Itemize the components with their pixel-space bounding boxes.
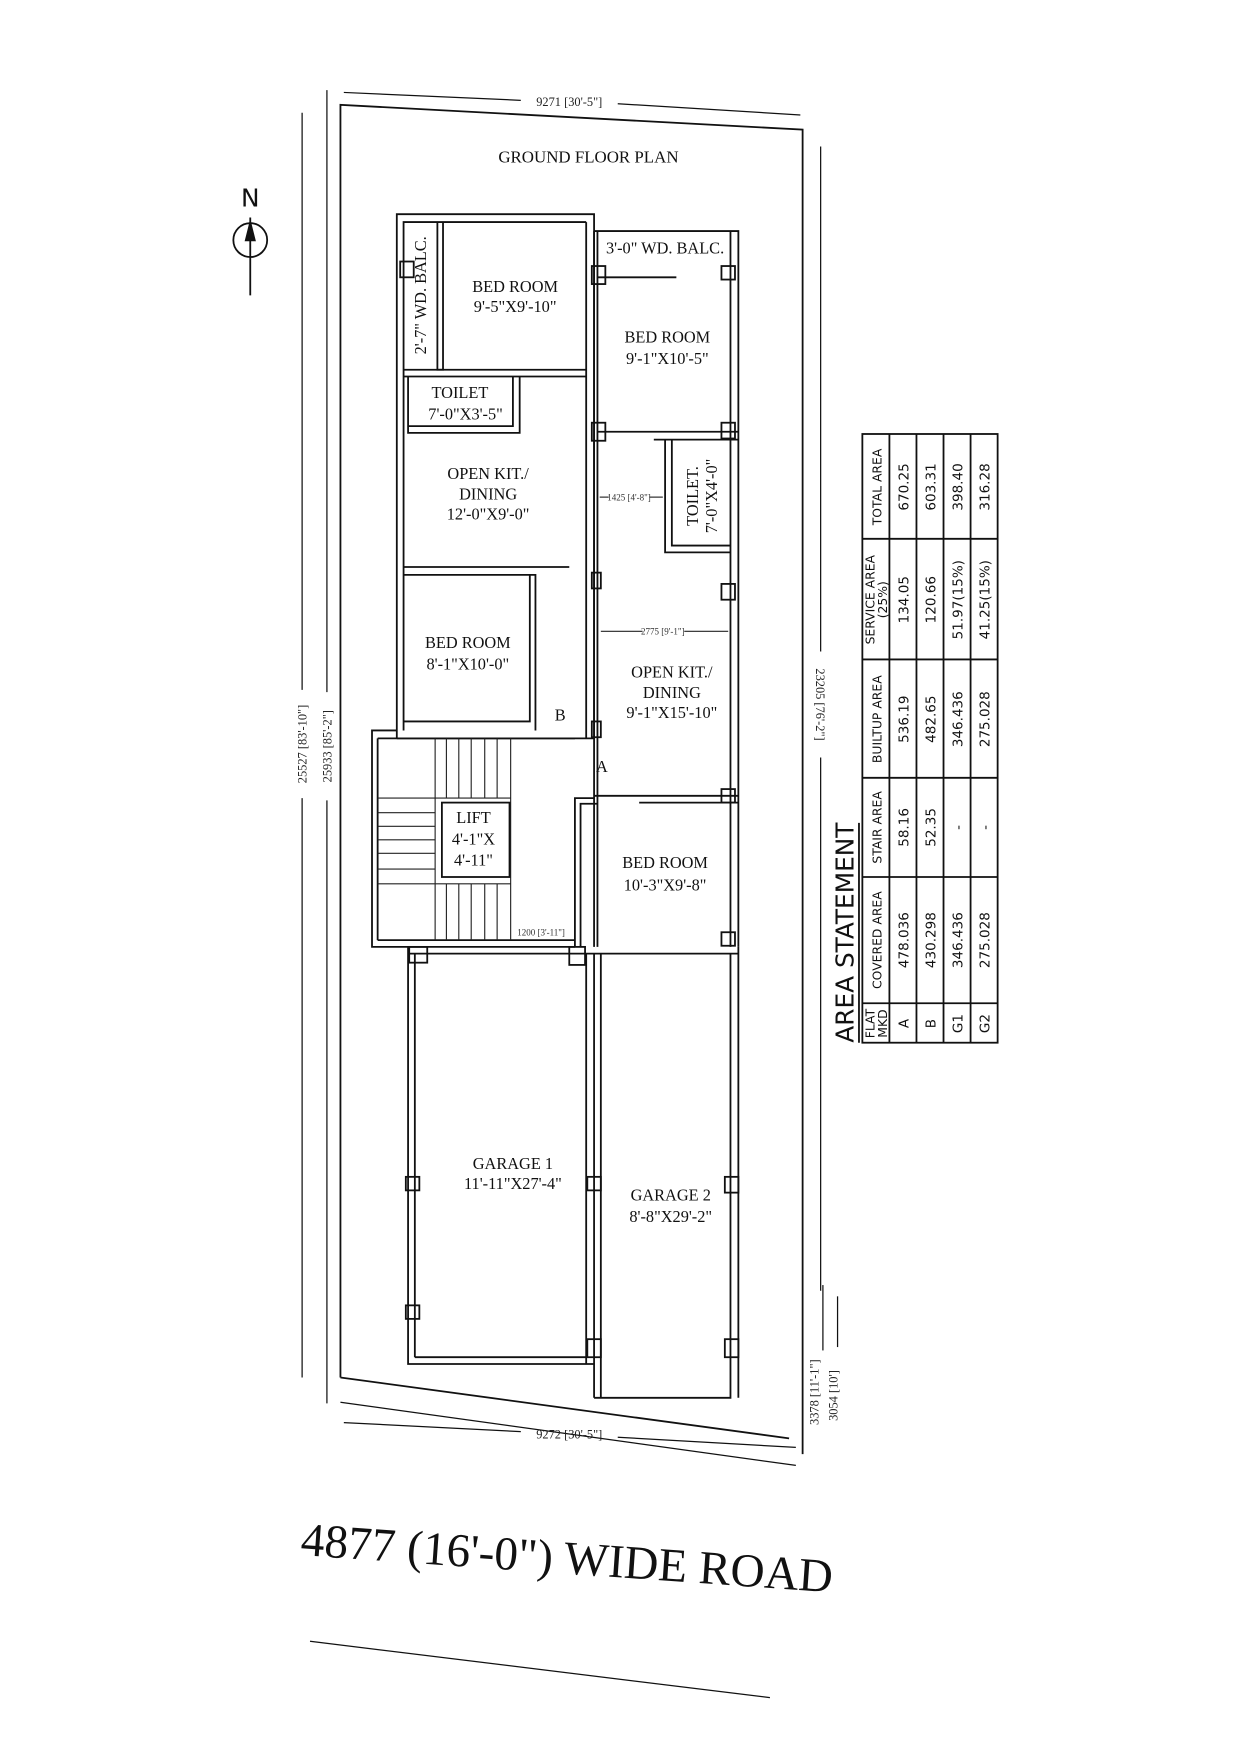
svg-text:478.036: 478.036 <box>897 912 913 968</box>
svg-text:275.028: 275.028 <box>978 691 994 747</box>
kitchen-2-name-1: OPEN KIT./ <box>631 662 713 681</box>
svg-text:346.436: 346.436 <box>951 912 967 968</box>
bedroom-2-size: 9'-1"X10'-5" <box>626 349 709 368</box>
kitchen-1-name-1: OPEN KIT./ <box>447 464 529 483</box>
svg-text:120.66: 120.66 <box>924 576 940 623</box>
bedroom-4-name: BED ROOM <box>622 853 708 872</box>
building-walls <box>371 213 740 948</box>
svg-text:SERVICE AREA: SERVICE AREA <box>863 554 878 644</box>
road-line <box>309 1640 770 1699</box>
svg-text:316.28: 316.28 <box>978 463 994 510</box>
svg-text:B: B <box>924 1019 940 1028</box>
table-row: B 430.298 52.35 482.65 120.66 603.31 <box>924 463 940 1028</box>
kitchen-2-name-2: DINING <box>643 683 701 702</box>
svg-text:-: - <box>978 825 994 830</box>
garage-2-name: GARAGE 2 <box>631 1186 711 1205</box>
svg-text:A: A <box>897 1018 913 1028</box>
area-statement-title: AREA STATEMENT <box>830 822 859 1043</box>
garage-1-size: 11'-11"X27'-4" <box>464 1174 562 1193</box>
svg-text:430.298: 430.298 <box>924 912 940 968</box>
kitchen-2-size: 9'-1"X15'-10" <box>626 703 717 722</box>
bedroom-1-size: 9'-5"X9'-10" <box>474 297 557 316</box>
svg-text:398.40: 398.40 <box>951 463 967 510</box>
dim-left-outer: 25933 [85'-2"] <box>320 710 334 782</box>
room-labels: 2'-7" WD. BALC. 3'-0" WD. BALC. BED ROOM… <box>411 236 729 1226</box>
plan-title: GROUND FLOOR PLAN <box>498 147 678 166</box>
dim-passage-1: 1425 [4'-8"] <box>607 492 651 502</box>
svg-text:MKD: MKD <box>875 1009 890 1037</box>
lift-shaft <box>440 801 511 878</box>
dim-right: 23205 [76'-2"] <box>813 668 827 740</box>
balcony-right-label: 3'-0" WD. BALC. <box>606 239 724 258</box>
svg-text:603.31: 603.31 <box>924 463 940 510</box>
svg-text:FLAT: FLAT <box>863 1008 878 1038</box>
svg-text:52.35: 52.35 <box>924 808 940 847</box>
garage-2-size: 8'-8"X29'-2" <box>629 1207 712 1226</box>
area-statement: AREA STATEMENT FLAT MKD COVERED AREA STA… <box>830 433 999 1044</box>
toilet-2-name: TOILET. <box>683 466 702 526</box>
svg-text:275.028: 275.028 <box>978 912 994 968</box>
svg-text:G2: G2 <box>978 1014 994 1033</box>
area-table: FLAT MKD COVERED AREA STAIR AREA BUILTUP… <box>861 433 999 1044</box>
flat-a-marker: A <box>596 757 608 776</box>
lift-size-1: 4'-1"X <box>452 829 495 848</box>
bedroom-3-size: 8'-1"X10'-0" <box>426 655 509 674</box>
dim-top: 9271 [30'-5"] <box>536 95 602 109</box>
svg-text:670.25: 670.25 <box>897 463 913 510</box>
svg-text:STAIR AREA: STAIR AREA <box>870 791 885 864</box>
dim-right-lower-1: 3378 [11'-1"] <box>807 1359 821 1425</box>
svg-text:346.436: 346.436 <box>951 691 967 747</box>
svg-text:-: - <box>951 825 967 830</box>
svg-text:COVERED AREA: COVERED AREA <box>870 891 885 989</box>
bedroom-2-name: BED ROOM <box>624 328 710 347</box>
balcony-left-label: 2'-7" WD. BALC. <box>411 236 430 354</box>
plot-boundary <box>339 103 804 1467</box>
toilet-1-size: 7'-0"X3'-5" <box>428 404 503 423</box>
table-row: G2 275.028 - 275.028 41.25(15%) 316.28 <box>978 463 994 1033</box>
north-arrow-icon: N <box>232 183 269 296</box>
table-row: A 478.036 58.16 536.19 134.05 670.25 <box>897 463 913 1028</box>
kitchen-1-size: 12'-0"X9'-0" <box>447 505 530 524</box>
staircase <box>377 738 512 941</box>
dimension-lines: 9271 [30'-5"] 9272 [30'-5"] 25527 [83'-1… <box>296 90 841 1449</box>
svg-text:536.19: 536.19 <box>897 696 913 743</box>
toilet-2-size: 7'-0"X4'-0" <box>702 459 721 534</box>
bedroom-1-name: BED ROOM <box>472 277 558 296</box>
svg-text:G1: G1 <box>951 1014 967 1033</box>
svg-text:134.05: 134.05 <box>897 576 913 623</box>
svg-text:51.97(15%): 51.97(15%) <box>951 560 967 639</box>
road-label: 4877 (16'-0") WIDE ROAD <box>299 1514 834 1603</box>
lift-size-2: 4'-11" <box>454 851 493 870</box>
dim-right-lower-2: 3054 [10'] <box>827 1370 841 1421</box>
svg-text:482.65: 482.65 <box>924 696 940 743</box>
dim-left-inner: 25527 [83'-10"] <box>296 705 310 783</box>
dim-passage-3: 1200 [3'-11"] <box>517 928 565 938</box>
svg-text:N: N <box>241 183 260 212</box>
garage-walls <box>404 945 740 1399</box>
svg-text:41.25(15%): 41.25(15%) <box>978 560 994 639</box>
table-row: G1 346.436 - 346.436 51.97(15%) 398.40 <box>951 463 967 1033</box>
dim-bottom: 9272 [30'-5"] <box>536 1427 602 1441</box>
bedroom-4-size: 10'-3"X9'-8" <box>624 876 707 895</box>
kitchen-1-name-2: DINING <box>459 484 517 503</box>
dim-passage-2: 2775 [9'-1"] <box>641 627 685 637</box>
garage-1-name: GARAGE 1 <box>473 1154 553 1173</box>
svg-text:(25%): (25%) <box>875 581 890 618</box>
svg-text:BUILTUP AREA: BUILTUP AREA <box>870 675 885 763</box>
svg-text:TOTAL AREA: TOTAL AREA <box>870 448 885 526</box>
lift-name: LIFT <box>456 808 490 827</box>
bedroom-3-name: BED ROOM <box>425 633 511 652</box>
flat-b-marker: B <box>555 705 566 724</box>
toilet-1-name: TOILET <box>432 383 489 402</box>
svg-text:58.16: 58.16 <box>897 808 913 847</box>
